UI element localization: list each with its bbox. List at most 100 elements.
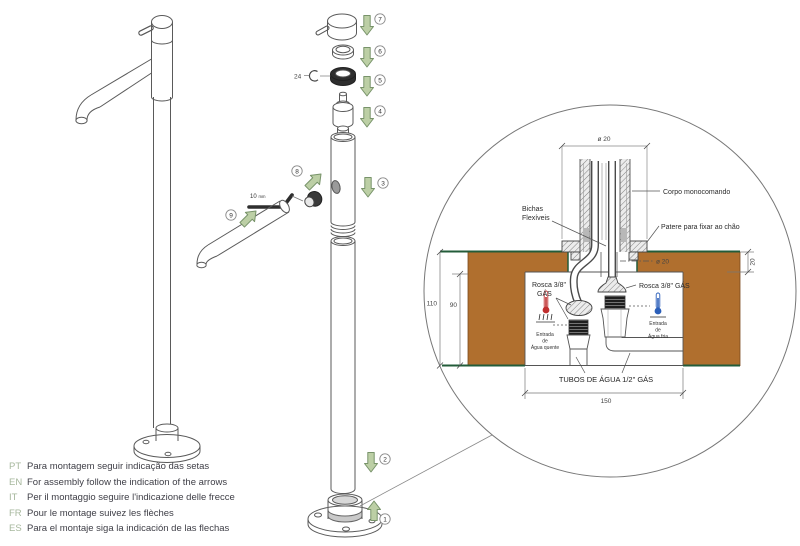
part-locknut <box>330 67 356 86</box>
dim-diameter-inner: ø 20 <box>656 259 669 266</box>
assembled-faucet-drawing <box>75 15 201 463</box>
detail-callout-line <box>359 434 493 507</box>
hex-key-icon <box>247 193 304 209</box>
part-floor-flange <box>307 493 383 538</box>
step-arrow-6 <box>360 47 374 68</box>
instruction-pt: PT Para montagem seguir indicação das se… <box>9 461 235 472</box>
upper-column-tube <box>330 132 356 237</box>
part-spout <box>196 199 290 269</box>
step-arrows <box>239 15 381 521</box>
hex-key-size-label: 10 <box>250 194 257 200</box>
part-aerator-fitting <box>304 191 323 208</box>
instruction-en: EN For assembly follow the indication of… <box>9 477 235 488</box>
part-cartridge <box>332 91 354 128</box>
top-diameter-dimension <box>558 142 651 239</box>
lang-code-en: EN <box>9 476 23 488</box>
depth-dimensions <box>436 248 754 369</box>
step-arrow-5 <box>360 76 374 97</box>
instruction-it: IT Per il montaggio seguire l'indicazion… <box>9 492 235 503</box>
instruction-fr: FR Pour le montage suivez les flèches <box>9 508 235 519</box>
svg-text:5: 5 <box>378 77 382 84</box>
label-plate: Patere para fixar ao chão <box>661 224 740 231</box>
svg-text:6: 6 <box>378 48 382 55</box>
dim-recess-depth: 90 <box>450 302 458 309</box>
svg-text:4: 4 <box>378 108 382 115</box>
lang-code-pt: PT <box>9 461 22 472</box>
wrench-24-icon <box>304 70 331 82</box>
cold-pipe-assembly <box>597 276 683 352</box>
faucet-base-flange <box>133 423 201 463</box>
svg-text:1: 1 <box>383 516 387 523</box>
recess-box <box>524 271 684 366</box>
lang-code-fr: FR <box>9 507 22 519</box>
hot-pipe-assembly <box>565 300 593 365</box>
instruction-text-en: For assembly follow the indication of th… <box>27 476 228 488</box>
label-thread-left-line1: Rosca 3/8" <box>532 282 567 289</box>
step-arrow-8 <box>304 173 322 191</box>
dim-recess-width: 150 <box>601 398 612 405</box>
assembly-instructions: PT Para montagem seguir indicação das se… <box>9 461 235 534</box>
step-badge-9: 9 <box>225 209 237 221</box>
hot-water-icon <box>536 290 568 326</box>
instruction-text-pt: Para montagem seguir indicação das setas <box>27 461 210 472</box>
lang-code-it: IT <box>9 492 18 504</box>
hex-key-unit-label: mm <box>259 194 266 199</box>
step-arrow-7 <box>360 15 374 36</box>
label-thread-right: Rosca 3/8" GÁS <box>639 281 690 290</box>
instruction-text-es: Para el montaje siga la indicación de la… <box>27 523 230 535</box>
svg-text:7: 7 <box>378 16 382 23</box>
svg-text:3: 3 <box>381 180 385 187</box>
step-badge-6: 6 <box>374 45 386 57</box>
installation-detail-circle: 110 90 20 <box>423 104 797 478</box>
part-handle <box>315 13 357 41</box>
step-arrow-1 <box>367 500 381 521</box>
dim-total-depth: 110 <box>427 301 438 308</box>
step-arrow-4 <box>360 107 374 128</box>
faucet-handle-lever <box>138 25 154 36</box>
column-top-stub <box>337 125 349 134</box>
instruction-text-it: Per il montaggio seguire l'indicazione d… <box>27 492 235 504</box>
cold-inlet-line2: de <box>655 328 661 334</box>
instruction-text-fr: Pour le montage suivez les flèches <box>27 507 174 519</box>
exploded-view: 24 <box>196 13 493 538</box>
step-arrow-3 <box>361 177 375 198</box>
flexible-hoses <box>569 161 616 304</box>
hot-inlet-line1: Entrada <box>536 332 554 338</box>
lower-column-tube <box>330 236 356 494</box>
svg-text:8: 8 <box>295 168 299 175</box>
floor-cross-section <box>440 250 741 367</box>
cold-inlet-line1: Entrada <box>649 321 667 327</box>
hot-inlet-line2: de <box>542 339 548 345</box>
column-section-walls <box>579 159 631 252</box>
dim-slab-thickness: 20 <box>750 258 757 266</box>
svg-text:2: 2 <box>383 456 387 463</box>
step-arrow-2 <box>364 452 378 473</box>
step-badge-3: 3 <box>377 177 389 189</box>
part-ring <box>332 44 354 60</box>
cold-water-icon <box>629 292 666 318</box>
step-badge-8: 8 <box>291 165 303 177</box>
step-badge-4: 4 <box>374 105 386 117</box>
step-badge-1: 1 <box>379 513 391 525</box>
faucet-spout <box>75 58 152 125</box>
mounting-plate <box>561 240 648 261</box>
label-hoses-line1: Bichas <box>522 206 544 213</box>
label-thread-left-line2: GÁS <box>537 289 552 298</box>
label-hoses-line2: Flexíveis <box>522 215 550 222</box>
instruction-es: ES Para el montaje siga la indicación de… <box>9 523 235 534</box>
plate-pipe-stub <box>600 252 618 277</box>
recess-width-dimension <box>521 368 687 399</box>
dim-diameter-top: ø 20 <box>597 136 610 143</box>
label-body: Corpo monocomando <box>663 189 730 196</box>
step-badges: 7 6 5 4 3 2 1 8 9 <box>225 13 391 525</box>
step-badge-2: 2 <box>379 453 391 465</box>
cold-inlet-line3: Água fria <box>648 333 668 340</box>
svg-text:9: 9 <box>229 212 233 219</box>
lang-code-es: ES <box>9 523 22 535</box>
step-badge-5: 5 <box>374 74 386 86</box>
label-pipes: TUBOS DE ÁGUA 1/2" GÁS <box>559 375 653 384</box>
step-arrow-9 <box>239 210 257 228</box>
wrench-size-label: 24 <box>294 74 302 81</box>
